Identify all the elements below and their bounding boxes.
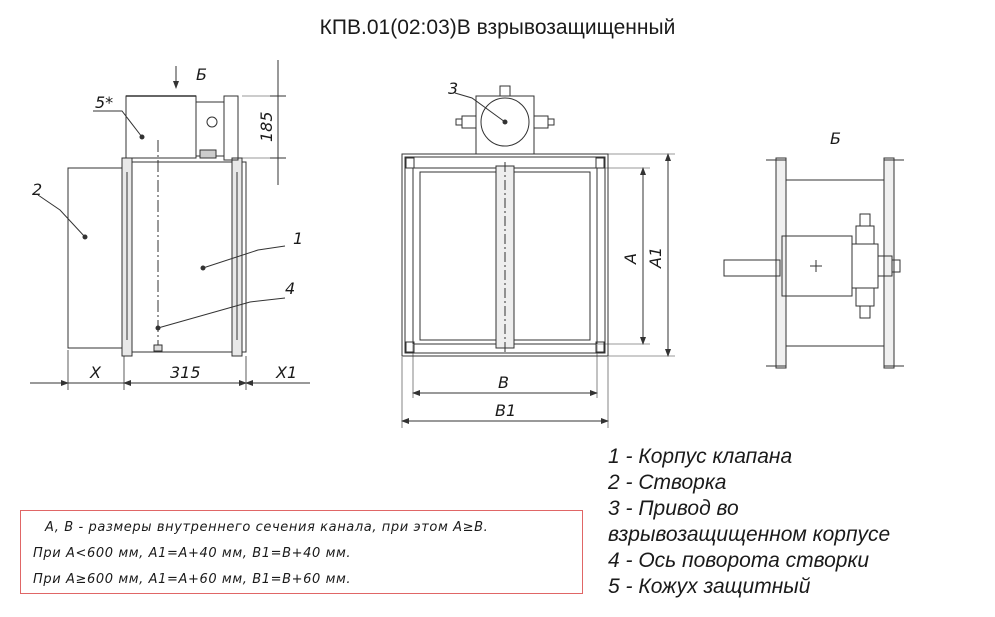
dim-185: 185 xyxy=(257,111,276,142)
blade-outline xyxy=(67,167,125,349)
view-b-arrow-label: Б xyxy=(196,65,207,84)
legend: 1 - Корпус клапана 2 - Створка 3 - Приво… xyxy=(608,444,890,600)
callout-1: 1 xyxy=(293,229,303,248)
drawing-title: КПВ.01(02:03)В взрывозащищенный xyxy=(319,16,676,39)
valve-body xyxy=(123,161,247,353)
legend-item: взрывозащищенном корпусе xyxy=(608,523,891,546)
legend-item: 3 - Привод во xyxy=(608,497,739,520)
dim-a: A xyxy=(621,253,640,265)
front-view xyxy=(401,85,675,428)
note-line: A, B - размеры внутреннего сечения канал… xyxy=(45,520,489,535)
dim-a1: A1 xyxy=(646,247,665,269)
view-b xyxy=(723,157,904,369)
legend-item: 1 - Корпус клапана xyxy=(608,445,793,468)
dim-x: X xyxy=(89,363,102,382)
legend-item: 2 - Створка xyxy=(608,471,727,494)
view-b-label: Б xyxy=(830,129,841,148)
dim-b1: B1 xyxy=(495,401,516,420)
protective-cover xyxy=(125,95,197,159)
note-line: При A<600 мм, A1=A+40 мм, B1=B+40 мм. xyxy=(33,546,352,561)
dim-x1: X1 xyxy=(275,363,297,382)
dim-b: B xyxy=(498,373,509,392)
note-box: A, B - размеры внутреннего сечения канал… xyxy=(20,510,583,594)
callout-2: 2 xyxy=(32,180,42,199)
side-view xyxy=(30,60,310,390)
legend-item: 5 - Кожух защитный xyxy=(608,575,811,598)
callout-5: 5* xyxy=(95,93,113,112)
note-line: При A≥600 мм, A1=A+60 мм, B1=B+60 мм. xyxy=(33,572,352,587)
dim-315: 315 xyxy=(170,363,201,382)
callout-4: 4 xyxy=(285,279,295,298)
legend-item: 4 - Ось поворота створки xyxy=(608,549,870,572)
actuator-housing xyxy=(480,97,530,147)
callout-3: 3 xyxy=(448,79,458,98)
